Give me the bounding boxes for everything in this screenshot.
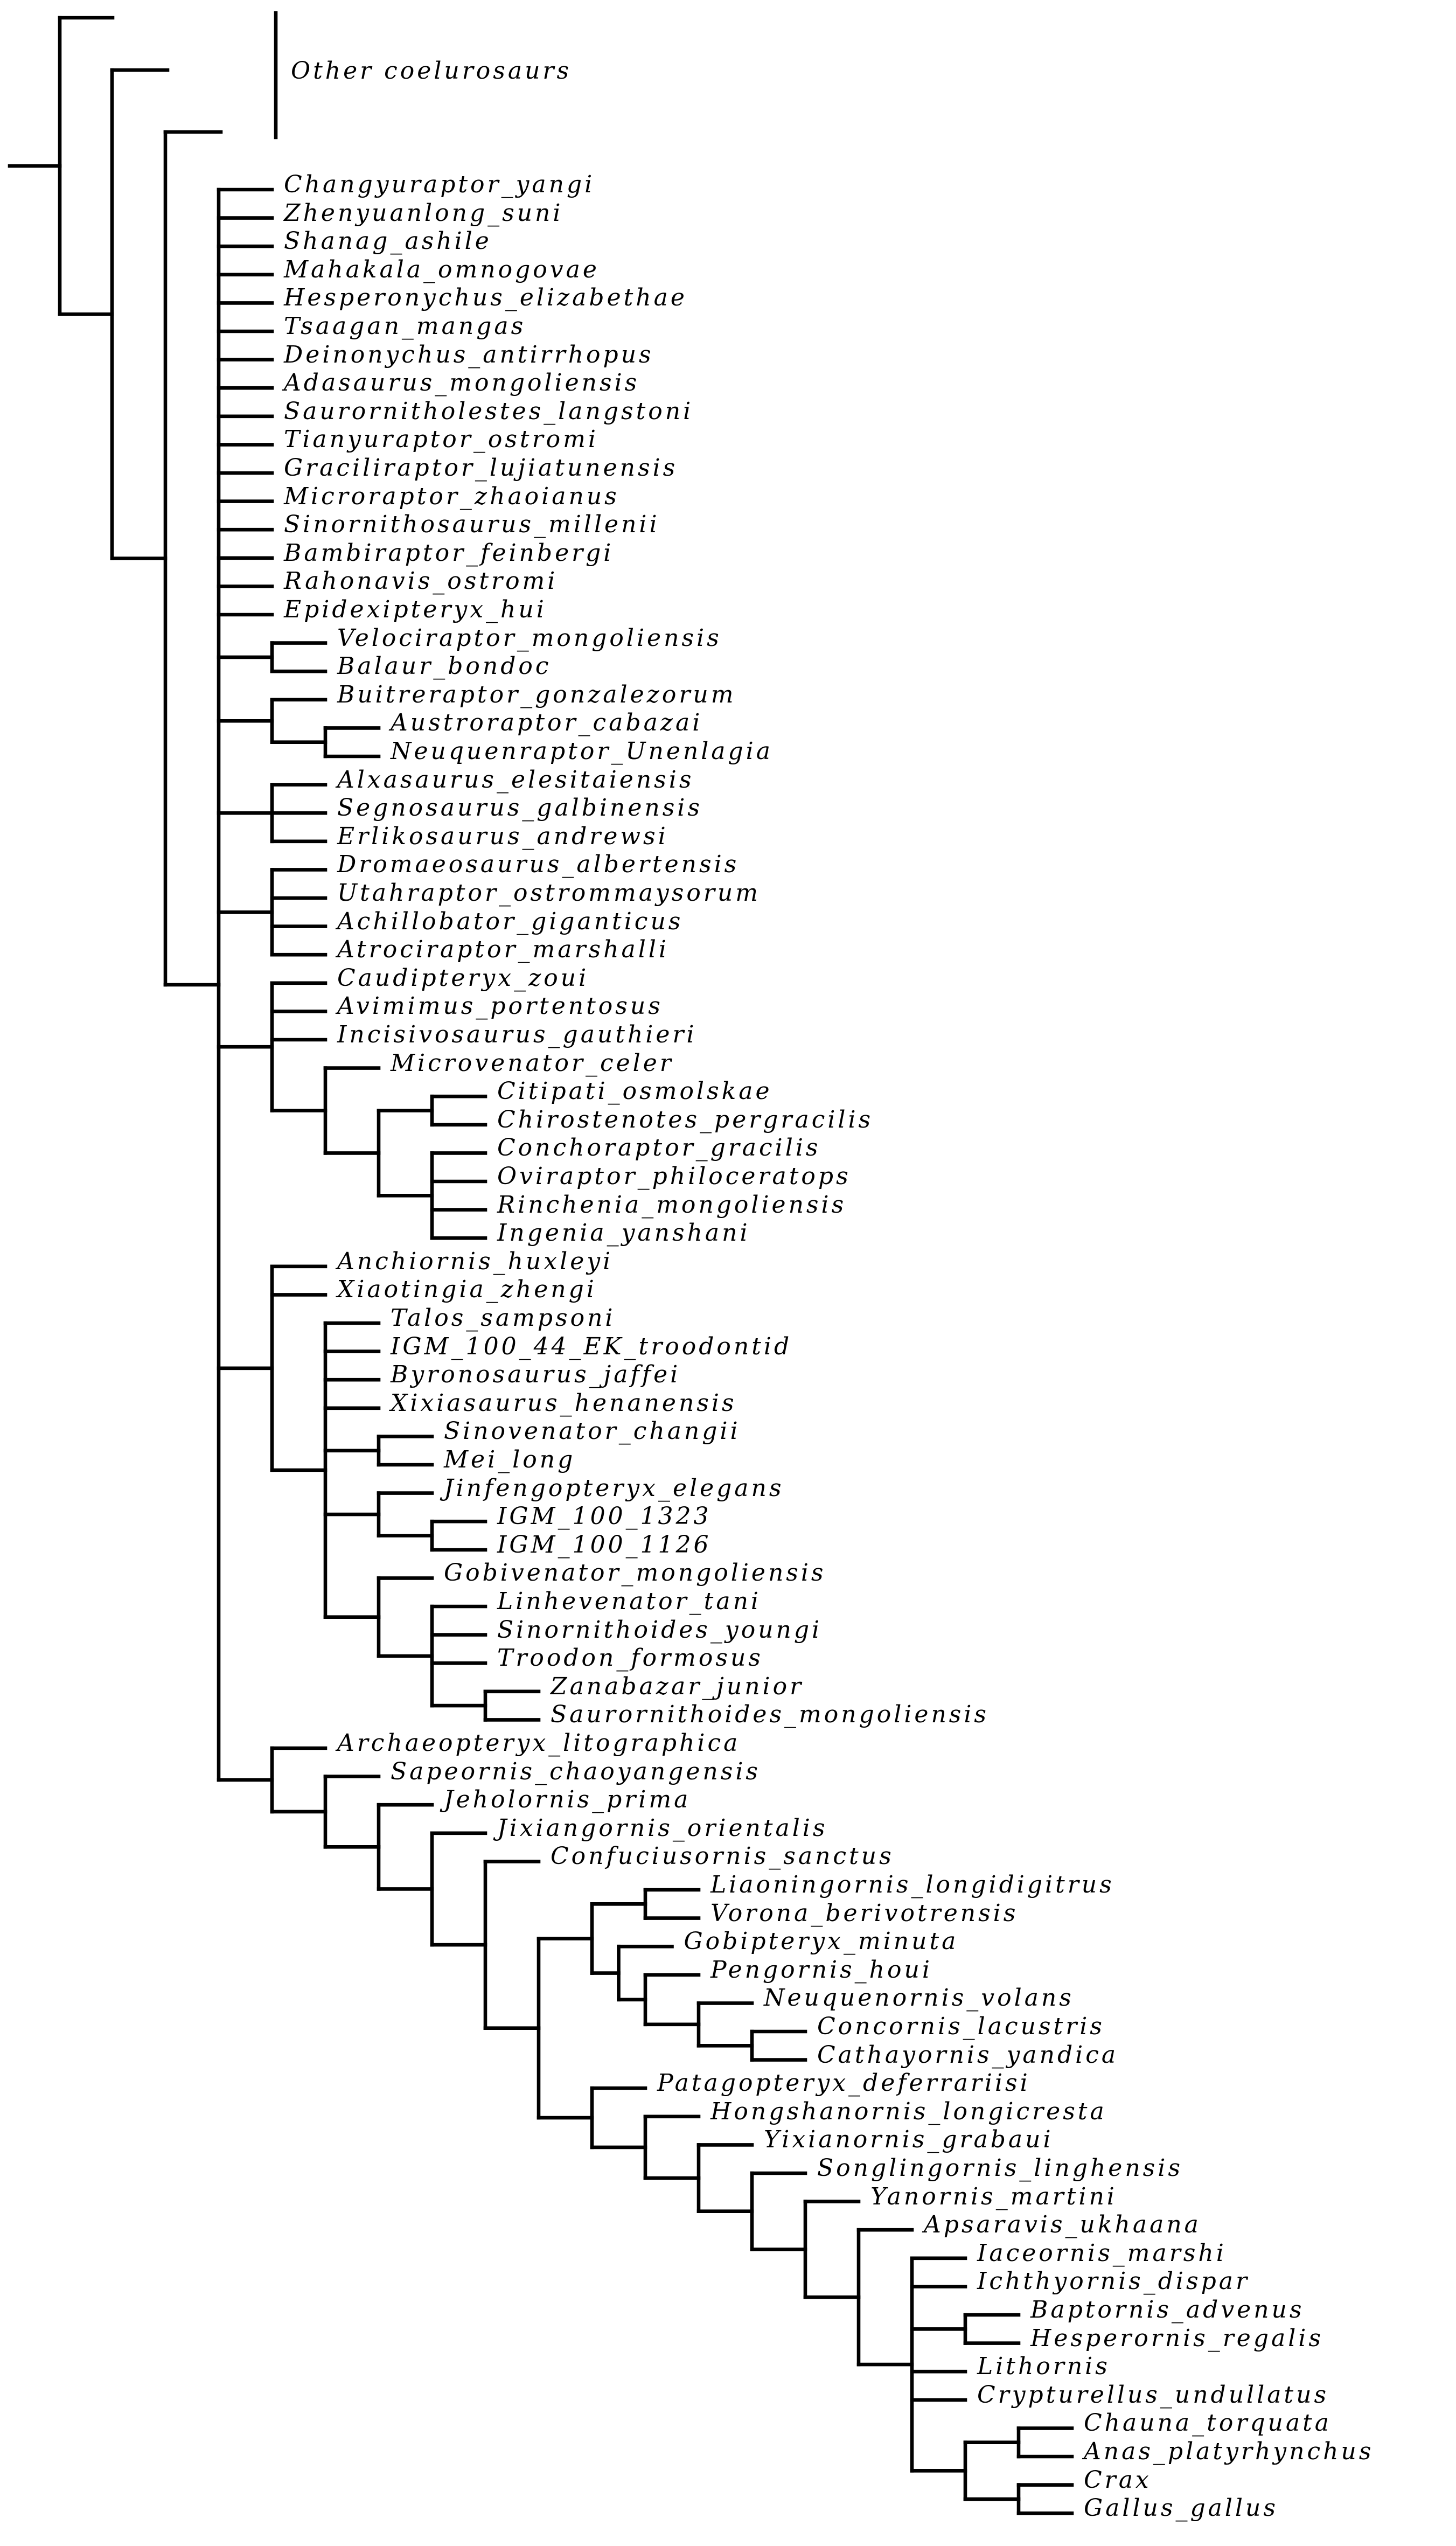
- taxon-label: Balaur_bondoc: [337, 652, 552, 680]
- taxon-label: Troodon_formosus: [497, 1644, 763, 1672]
- taxon-label: Zhenyuanlong_suni: [284, 199, 563, 227]
- taxon-label: Archaeopteryx_litographica: [337, 1729, 741, 1757]
- taxon-label: Achillobator_giganticus: [337, 907, 684, 935]
- taxon-label: Concornis_lacustris: [817, 2013, 1105, 2040]
- taxon-label: Hesperornis_regalis: [1030, 2324, 1323, 2352]
- taxon-label: Apsaravis_ukhaana: [924, 2211, 1201, 2239]
- taxon-label: Segnosaurus_galbinensis: [337, 794, 702, 822]
- taxon-label: Oviraptor_philoceratops: [497, 1163, 851, 1190]
- taxon-label: Dromaeosaurus_albertensis: [337, 851, 740, 879]
- taxon-label: Anas_platyrhynchus: [1084, 2438, 1374, 2465]
- taxon-label: Neuquenornis_volans: [764, 1984, 1074, 2012]
- taxon-label: Liaoningornis_longidigitrus: [710, 1871, 1114, 1898]
- taxon-label: Lithornis: [977, 2353, 1110, 2381]
- taxon-label: Tianyuraptor_ostromi: [284, 426, 598, 454]
- taxon-label: Jeholornis_prima: [444, 1786, 691, 1814]
- taxon-label: Microvenator_celer: [391, 1049, 674, 1077]
- taxon-label: Chirostenotes_pergracilis: [497, 1105, 874, 1133]
- taxon-label: Gallus_gallus: [1084, 2494, 1278, 2522]
- taxon-label: Incisivosaurus_gauthieri: [337, 1021, 697, 1048]
- taxon-label: Utahraptor_ostrommaysorum: [337, 879, 761, 907]
- taxon-label: Caudipteryx_zoui: [337, 964, 589, 992]
- taxon-label: Talos_sampsoni: [391, 1304, 616, 1332]
- taxon-label: Jinfengopteryx_elegans: [444, 1474, 784, 1502]
- taxon-label: Xixiasaurus_henanensis: [391, 1389, 737, 1417]
- taxon-label: Velociraptor_mongoliensis: [337, 624, 722, 652]
- taxon-label: Adasaurus_mongoliensis: [284, 369, 640, 397]
- taxon-label: Buitreraptor_gonzalezorum: [337, 680, 736, 708]
- taxon-label: Confuciusornis_sanctus: [551, 1842, 894, 1870]
- taxon-label: Conchoraptor_gracilis: [497, 1134, 821, 1162]
- taxon-label: Austroraptor_cabazai: [391, 709, 703, 737]
- taxon-label: Deinonychus_antirrhopus: [284, 340, 654, 368]
- taxon-label: Neuquenraptor_Unenlagia: [391, 738, 773, 765]
- taxon-label: Crax: [1084, 2466, 1152, 2494]
- taxon-label: IGM_100_44_EK_troodontid: [391, 1332, 792, 1360]
- taxon-label: Patagopteryx_deferrariisi: [657, 2069, 1030, 2097]
- taxon-label: Yixianornis_grabaui: [764, 2126, 1054, 2154]
- group-label-other-coelurosaurs: Other coelurosaurs: [291, 57, 572, 85]
- taxon-label: Bambiraptor_feinbergi: [284, 539, 614, 567]
- taxon-label: Sinovenator_changii: [444, 1417, 741, 1445]
- taxon-label: Sinornithoides_youngi: [497, 1616, 823, 1644]
- taxon-label: Baptornis_advenus: [1030, 2296, 1305, 2324]
- taxon-label: Sapeornis_chaoyangensis: [391, 1757, 761, 1785]
- taxon-label: Microraptor_zhaoianus: [284, 482, 619, 510]
- taxon-label: Tsaagan_mangas: [284, 312, 526, 340]
- taxon-label: Shanag_ashile: [284, 227, 492, 255]
- taxon-label: Ingenia_yanshani: [497, 1219, 750, 1247]
- taxon-label: Songlingornis_linghensis: [817, 2154, 1183, 2182]
- taxon-label: Iaceornis_marshi: [977, 2239, 1227, 2267]
- taxon-label: Hesperonychus_elizabethae: [284, 284, 687, 312]
- taxon-label: Citipati_osmolskae: [497, 1077, 772, 1105]
- taxon-label: Pengornis_houi: [710, 1956, 932, 1984]
- taxon-label: Graciliraptor_lujiatunensis: [284, 454, 678, 482]
- taxon-label: Zanabazar_junior: [551, 1672, 804, 1700]
- taxon-label: Xiaotingia_zhengi: [337, 1276, 597, 1304]
- taxon-label: Atrociraptor_marshalli: [337, 936, 669, 964]
- taxon-label: IGM_100_1126: [497, 1531, 712, 1559]
- taxon-label: Ichthyornis_dispar: [977, 2267, 1250, 2295]
- taxon-label: Saurornitholestes_langstoni: [284, 397, 694, 425]
- taxon-label: Yanornis_martini: [870, 2182, 1117, 2210]
- taxon-label: Vorona_berivotrensis: [710, 1899, 1019, 1927]
- taxon-label: Jixiangornis_orientalis: [497, 1814, 828, 1842]
- taxon-label: Anchiornis_huxleyi: [337, 1247, 614, 1275]
- taxon-label: Rahonavis_ostromi: [284, 567, 558, 595]
- taxon-label: Gobivenator_mongoliensis: [444, 1559, 826, 1587]
- taxon-label: Mahakala_omnogovae: [284, 255, 600, 283]
- taxon-label: Erlikosaurus_andrewsi: [337, 822, 668, 850]
- taxon-label: Alxasaurus_elesitaiensis: [337, 766, 694, 794]
- taxon-label: Sinornithosaurus_millenii: [284, 511, 660, 539]
- taxon-label: Changyuraptor_yangi: [284, 171, 595, 198]
- taxon-label: Linhevenator_tani: [497, 1588, 762, 1615]
- taxon-label: Gobipteryx_minuta: [684, 1928, 959, 1956]
- taxon-label: Crypturellus_undullatus: [977, 2381, 1329, 2409]
- taxon-label: Mei_long: [444, 1446, 576, 1473]
- taxon-label: Saurornithoides_mongoliensis: [551, 1701, 990, 1729]
- taxon-label: Epidexipteryx_hui: [284, 596, 547, 623]
- taxon-label: Hongshanornis_longicresta: [710, 2097, 1107, 2125]
- taxon-label: IGM_100_1323: [497, 1502, 712, 1531]
- taxon-label: Rinchenia_mongoliensis: [497, 1191, 847, 1219]
- taxon-label: Chauna_torquata: [1084, 2409, 1332, 2437]
- taxon-label: Cathayornis_yandica: [817, 2041, 1119, 2069]
- taxon-label: Byronosaurus_jaffei: [391, 1361, 681, 1389]
- taxon-label: Avimimus_portentosus: [337, 992, 663, 1020]
